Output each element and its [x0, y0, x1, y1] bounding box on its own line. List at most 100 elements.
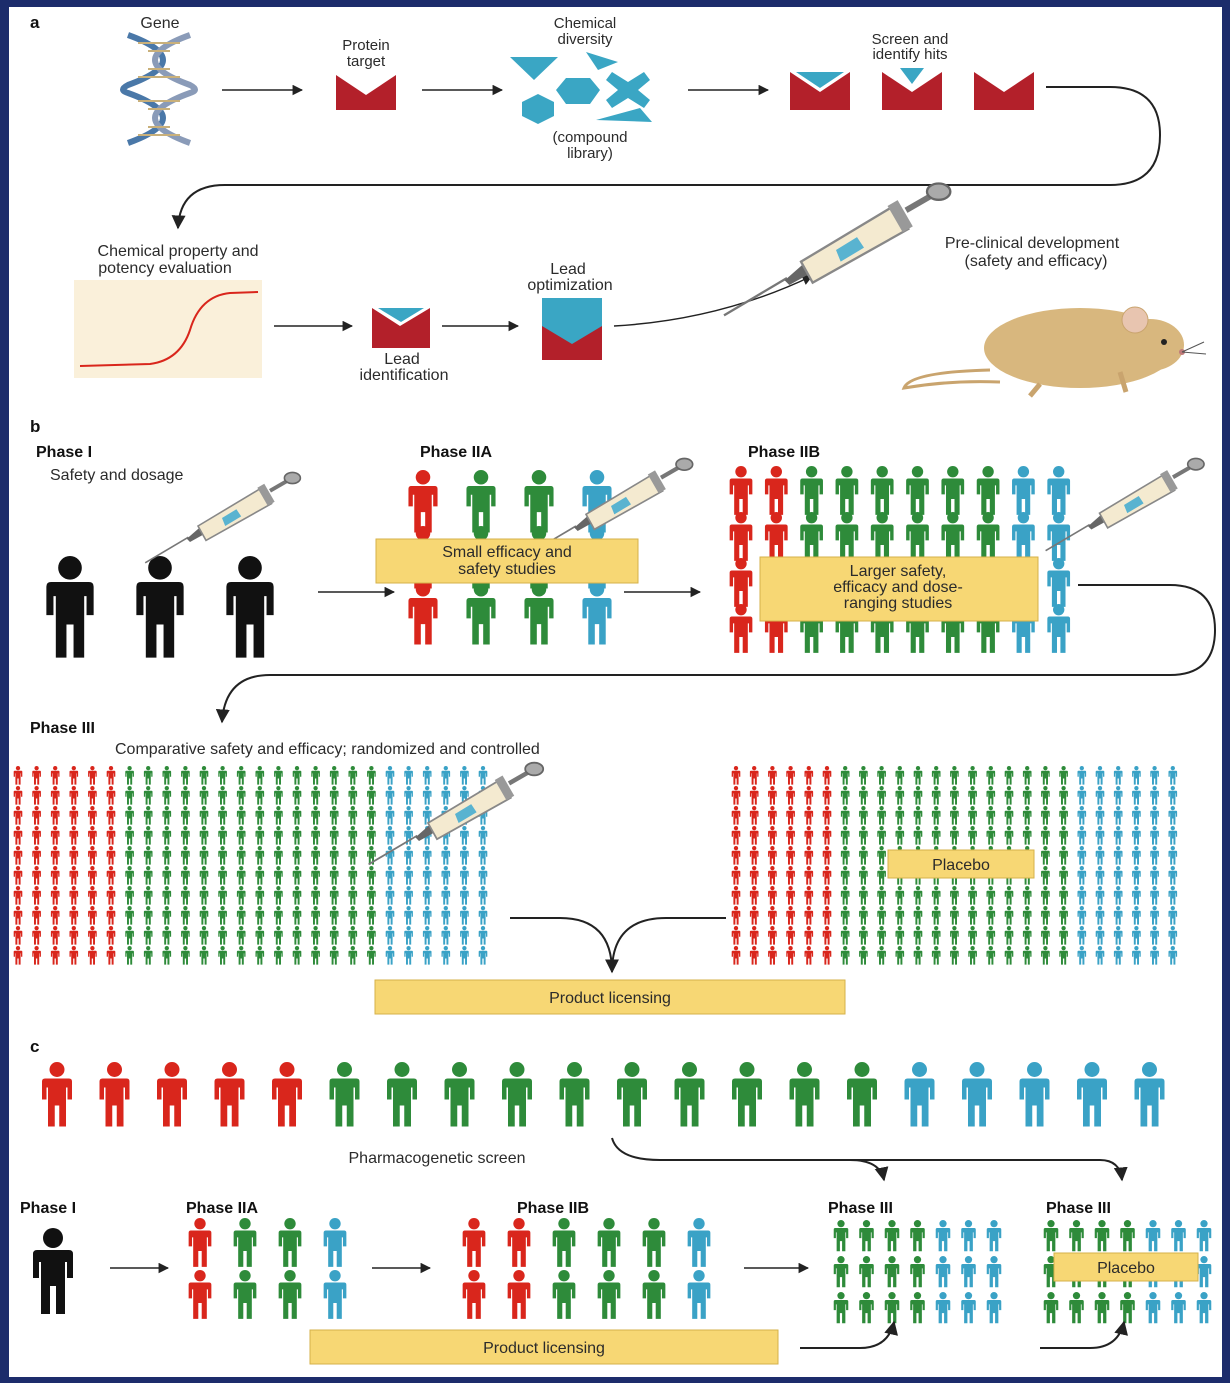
person-icon	[1095, 886, 1105, 905]
person-icon	[986, 926, 996, 945]
person-icon	[348, 846, 358, 865]
phase3-placebo-label: Placebo	[932, 857, 990, 874]
person-icon	[199, 826, 209, 845]
person-icon	[1150, 786, 1159, 805]
person-icon	[143, 766, 153, 785]
person-icon	[125, 906, 134, 925]
person-icon	[1004, 946, 1014, 965]
panel-c-letter: c	[30, 1037, 39, 1056]
person-icon	[32, 886, 41, 905]
person-icon	[1113, 806, 1123, 825]
person-icon	[311, 846, 320, 865]
person-icon	[1168, 806, 1178, 825]
person-icon	[143, 946, 153, 965]
person-icon	[385, 866, 395, 885]
person-icon	[50, 866, 60, 885]
person-icon	[88, 826, 97, 845]
person-icon	[188, 1270, 212, 1319]
chem-diversity-label-2: diversity	[557, 31, 613, 48]
person-icon	[768, 786, 777, 805]
person-icon	[69, 846, 79, 865]
person-icon	[1047, 512, 1071, 561]
person-icon	[88, 766, 97, 785]
person-icon	[859, 866, 868, 885]
person-icon	[367, 826, 376, 845]
person-icon	[199, 786, 209, 805]
person-icon	[404, 866, 413, 885]
person-icon	[311, 946, 320, 965]
person-icon	[1113, 946, 1123, 965]
person-icon	[329, 906, 339, 925]
person-icon	[1094, 1292, 1110, 1324]
person-icon	[441, 766, 451, 785]
person-icon	[552, 1218, 576, 1267]
person-icon	[32, 866, 41, 885]
person-icon	[162, 886, 172, 905]
person-icon	[877, 786, 886, 805]
person-icon	[143, 826, 153, 845]
person-icon	[507, 1218, 531, 1267]
person-icon	[329, 806, 339, 825]
protein-target-icon	[336, 75, 396, 110]
person-icon	[859, 1292, 874, 1324]
person-icon	[422, 926, 432, 945]
person-icon	[840, 926, 850, 945]
person-icon	[1132, 886, 1141, 905]
person-icon	[236, 846, 246, 865]
person-icon	[236, 926, 246, 945]
person-icon	[199, 866, 209, 885]
person-icon	[877, 866, 886, 885]
person-icon	[962, 1062, 992, 1127]
person-icon	[385, 786, 395, 805]
person-icon	[804, 786, 814, 805]
person-icon	[1041, 766, 1050, 785]
person-icon	[786, 846, 795, 865]
person-icon	[935, 1220, 951, 1252]
person-icon	[910, 1292, 925, 1324]
person-icon	[1041, 786, 1050, 805]
person-icon	[1041, 866, 1050, 885]
person-icon	[69, 906, 79, 925]
person-icon	[931, 886, 941, 905]
person-icon	[910, 1220, 925, 1252]
person-icon	[1022, 766, 1032, 785]
person-icon	[88, 906, 97, 925]
person-icon	[1077, 846, 1087, 865]
person-icon	[877, 806, 886, 825]
person-icon	[99, 1062, 130, 1127]
person-icon	[1120, 1220, 1135, 1252]
person-icon	[367, 926, 376, 945]
person-icon	[968, 906, 977, 925]
person-icon	[729, 512, 753, 561]
person-icon	[274, 846, 283, 865]
person-icon	[729, 604, 753, 653]
person-icon	[1077, 826, 1087, 845]
person-icon	[859, 926, 868, 945]
person-icon	[786, 786, 795, 805]
person-icon	[460, 766, 469, 785]
person-icon	[1168, 846, 1178, 865]
person-icon	[804, 846, 814, 865]
person-icon	[466, 582, 496, 645]
person-icon	[764, 512, 788, 561]
person-icon	[870, 466, 894, 515]
person-icon	[1012, 512, 1035, 561]
person-icon	[786, 886, 795, 905]
c-phase3b-title: Phase III	[1046, 1200, 1111, 1217]
person-icon	[968, 886, 977, 905]
c-phase2b-title: Phase IIB	[517, 1200, 589, 1217]
person-icon	[1041, 906, 1050, 925]
person-icon	[1168, 866, 1178, 885]
person-icon	[833, 1256, 849, 1288]
person-icon	[859, 766, 868, 785]
person-icon	[1132, 946, 1141, 965]
person-icon	[32, 786, 41, 805]
person-icon	[274, 806, 283, 825]
preclinical-label-1: Pre-clinical development	[945, 235, 1120, 252]
person-icon	[236, 766, 246, 785]
person-icon	[69, 766, 79, 785]
person-icon	[13, 926, 23, 945]
syringe-icon-a	[724, 184, 950, 316]
person-icon	[162, 906, 172, 925]
person-icon	[218, 926, 227, 945]
